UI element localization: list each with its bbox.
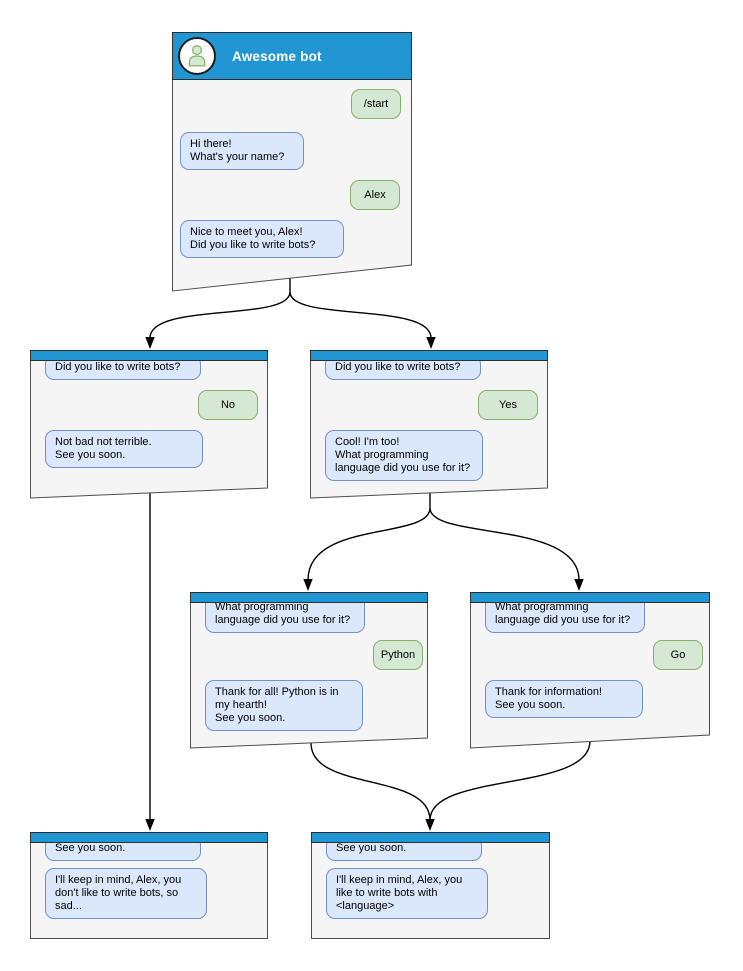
arrowhead-end-no	[145, 819, 155, 831]
bot-message-bubble[interactable]: Hi there! What's your name?	[180, 132, 304, 170]
bot-message-bubble[interactable]: Thank for all! Python is in my hearth! S…	[205, 680, 363, 731]
window-titlebar	[311, 832, 550, 843]
avatar	[178, 37, 216, 75]
user-message-bubble[interactable]: Python	[373, 640, 423, 670]
window-titlebar	[310, 350, 548, 361]
end-no-window[interactable]: See you soon. I'll keep in mind, Alex, y…	[30, 832, 268, 939]
fork1-right-curve	[289, 291, 432, 339]
fork2-right-curve	[429, 507, 580, 581]
arrowhead-python-branch	[303, 579, 313, 591]
bot-message-bubble[interactable]: I'll keep in mind, Alex, you don't like …	[45, 868, 207, 919]
bot-message-bubble[interactable]: Cool! I'm too! What programming language…	[325, 430, 483, 481]
window-titlebar	[190, 592, 428, 603]
arrowhead-go-branch	[574, 579, 584, 591]
yes-branch-window[interactable]: Did you like to write bots? Yes Cool! I'…	[310, 350, 548, 499]
user-message-bubble[interactable]: Alex	[350, 180, 400, 210]
window-titlebar: Awesome bot	[172, 32, 412, 80]
python-branch-window[interactable]: What programming language did you use fo…	[190, 592, 428, 749]
end-yes-window[interactable]: See you soon. I'll keep in mind, Alex, y…	[311, 832, 550, 939]
arrowhead-yes-branch	[426, 337, 436, 349]
bot-message-bubble[interactable]: Nice to meet you, Alex! Did you like to …	[180, 220, 344, 258]
window-title: Awesome bot	[232, 48, 322, 64]
user-message-bubble[interactable]: Yes	[478, 390, 538, 420]
go-to-end-curve	[429, 740, 591, 821]
fork2-left-curve	[307, 507, 431, 581]
go-branch-window[interactable]: What programming language did you use fo…	[470, 592, 710, 749]
user-message-bubble[interactable]: No	[198, 390, 258, 420]
user-message-bubble[interactable]: Go	[653, 640, 703, 670]
window-titlebar	[30, 832, 268, 843]
window-titlebar	[30, 350, 268, 361]
no-branch-window[interactable]: Did you like to write bots? No Not bad n…	[30, 350, 268, 499]
python-to-end-curve	[310, 742, 431, 821]
bot-message-bubble[interactable]: Thank for information! See you soon.	[485, 680, 643, 718]
arrowhead-no-branch	[145, 337, 155, 349]
arrowhead-end-yes	[425, 819, 435, 831]
user-message-bubble[interactable]: /start	[351, 89, 401, 119]
fork1-left-curve	[149, 291, 291, 339]
bot-message-bubble[interactable]: Not bad not terrible. See you soon.	[45, 430, 203, 468]
window-titlebar	[470, 592, 710, 603]
bot-window-main[interactable]: Awesome bot /start Hi there! What's your…	[172, 32, 412, 292]
bot-message-bubble[interactable]: I'll keep in mind, Alex, you like to wri…	[326, 868, 488, 919]
person-icon	[188, 45, 206, 67]
